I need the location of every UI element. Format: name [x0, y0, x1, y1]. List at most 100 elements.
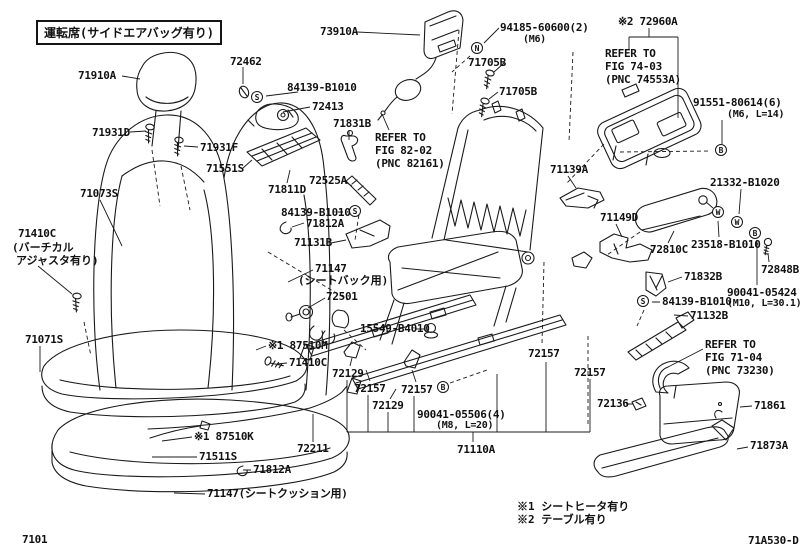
fastener-mark-b: B	[749, 227, 761, 239]
refer-line: REFER TO	[605, 47, 656, 60]
refer-fig-74-note: REFER TO FIG 74-03 (PNC 74553A)	[605, 47, 681, 86]
part-label-84139-c: 84139-B1010	[662, 295, 732, 308]
part-label-72157-c: 72157	[528, 347, 560, 360]
refer-line: FIG 71-04	[705, 351, 762, 364]
wire-72211-drawing	[147, 385, 348, 430]
refer-line: REFER TO	[375, 131, 426, 144]
part-label-94185-size: (M6)	[523, 34, 546, 45]
heater-connector-drawing	[331, 309, 350, 329]
part-label-71812a-b: 71812A	[253, 463, 291, 476]
fastener-mark-b: B	[715, 144, 727, 156]
part-label-71410c-note2: アジャスタ有り)	[16, 254, 99, 267]
dashed-lines	[83, 29, 711, 426]
part-label-72157-a: 72157	[354, 382, 386, 395]
seat-table-drawing	[597, 83, 702, 170]
bracket-71149d-drawing	[599, 233, 653, 263]
part-label-72157-b: 72157	[401, 383, 433, 396]
part-label-71410c: 71410C	[18, 227, 56, 240]
seat-frame-drawing	[299, 100, 567, 395]
refer-line: (PNC 82161)	[375, 157, 445, 170]
part-label-71131b: 71131B	[294, 236, 332, 249]
part-label-71073s: 71073S	[80, 187, 118, 200]
part-label-71147-cushion: 71147(シートクッション用)	[207, 487, 348, 500]
part-label-71511s: 71511S	[199, 450, 237, 463]
cover-71873a-drawing	[593, 409, 735, 478]
heater-wire-drawing	[149, 420, 211, 439]
part-label-87510k: ※1 87510K	[194, 430, 254, 443]
rod-72525a-drawing	[345, 175, 377, 206]
part-label-72525a: 72525A	[309, 174, 347, 187]
part-label-84139-b: 84139-B1010	[281, 206, 351, 219]
part-label-71551s: 71551S	[206, 162, 244, 175]
part-label-90041-05506: 90041-05506(4)	[417, 408, 506, 421]
part-label-72136: 72136	[597, 397, 629, 410]
part-label-84139-a: 84139-B1010	[287, 81, 357, 94]
part-label-71831b: 71831B	[333, 117, 371, 130]
part-label-71861: 71861	[754, 399, 786, 412]
recliner-handle-drawing	[255, 103, 299, 131]
fastener-mark-s: S	[637, 295, 649, 307]
part-label-72848b: 72848B	[761, 263, 799, 276]
part-label-71812a-a: 71812A	[306, 217, 344, 230]
part-label-71132b: 71132B	[690, 309, 728, 322]
clip-71812a-drawing	[279, 221, 292, 235]
part-label-90041-05424: 90041-05424	[727, 286, 797, 299]
refer-line: FIG 74-03	[605, 60, 662, 73]
hook-71812a-drawing	[236, 465, 248, 477]
bracket-71831b-drawing	[340, 129, 359, 162]
part-label-72413: 72413	[312, 100, 344, 113]
part-label-87510m: ※1 87510M	[268, 339, 328, 352]
footnote-1: ※1 シートヒータ有り	[517, 500, 630, 513]
bracket-71832b-drawing	[645, 271, 667, 297]
fastener-mark-b: B	[437, 381, 449, 393]
fastener-mark-n: N	[471, 42, 483, 54]
fastener-mark-s: S	[251, 91, 263, 103]
footnote-2: ※2 テーブル有り	[517, 513, 607, 526]
part-label-90041-05506-size: (M8, L=20)	[436, 420, 494, 431]
page-code: 7101	[22, 533, 48, 546]
diagram-code: 71A530-D	[748, 534, 799, 547]
variant-note-box: 運転席(サイドエアバッグ有り)	[36, 20, 222, 45]
belt-guide-drawing	[652, 360, 690, 394]
part-label-72501: 72501	[326, 290, 358, 303]
part-label-71149d: 71149D	[600, 211, 638, 224]
part-label-71832b: 71832B	[684, 270, 722, 283]
part-label-71931f: 71931F	[200, 141, 238, 154]
part-label-91551: 91551-80614(6)	[693, 96, 782, 109]
knob-72501-drawing	[285, 304, 314, 322]
part-label-72960a: ※2 72960A	[618, 15, 678, 28]
part-label-71410c-note1: (バーチカル	[12, 241, 74, 254]
part-label-71147-back: 71147	[315, 262, 347, 275]
armrest-drawing	[634, 187, 718, 233]
fastener-mark-s: S	[349, 205, 361, 217]
part-label-72157-d: 72157	[574, 366, 606, 379]
part-label-72129-b: 72129	[372, 399, 404, 412]
part-label-90041-05424-size: (M10, L=30.1)	[727, 298, 802, 309]
refer-line: REFER TO	[705, 338, 756, 351]
cushion-pad-drawing	[51, 398, 350, 493]
clip-72136-drawing	[631, 397, 647, 411]
clips-drawing	[309, 325, 336, 345]
refer-line: (PNC 73230)	[705, 364, 775, 377]
part-label-21332: 21332-B1020	[710, 176, 780, 189]
part-label-72129-a: 72129	[332, 367, 364, 380]
part-label-15549: 15549-B4010	[360, 322, 430, 335]
small-bracket-drawing	[571, 251, 593, 269]
fastener-mark-w: W	[731, 216, 743, 228]
belt-buckle-drawing	[377, 10, 464, 121]
part-label-72211: 72211	[297, 442, 329, 455]
part-label-71811d: 71811D	[268, 183, 306, 196]
part-label-71071s: 71071S	[25, 333, 63, 346]
lever-71132b-drawing	[627, 311, 695, 361]
fastener-mark-w: W	[712, 206, 724, 218]
nut-15549-drawing	[423, 322, 439, 339]
part-label-71110a: 71110A	[457, 443, 495, 456]
part-label-71147-back-note: (シートバック用)	[298, 274, 389, 287]
part-label-73910a: 73910A	[320, 25, 358, 38]
refer-fig-82-note: REFER TO FIG 82-02 (PNC 82161)	[375, 131, 445, 170]
part-label-71931d: 71931D	[92, 126, 130, 139]
back-board-drawing	[246, 127, 321, 167]
refer-line: (PNC 74553A)	[605, 73, 681, 86]
